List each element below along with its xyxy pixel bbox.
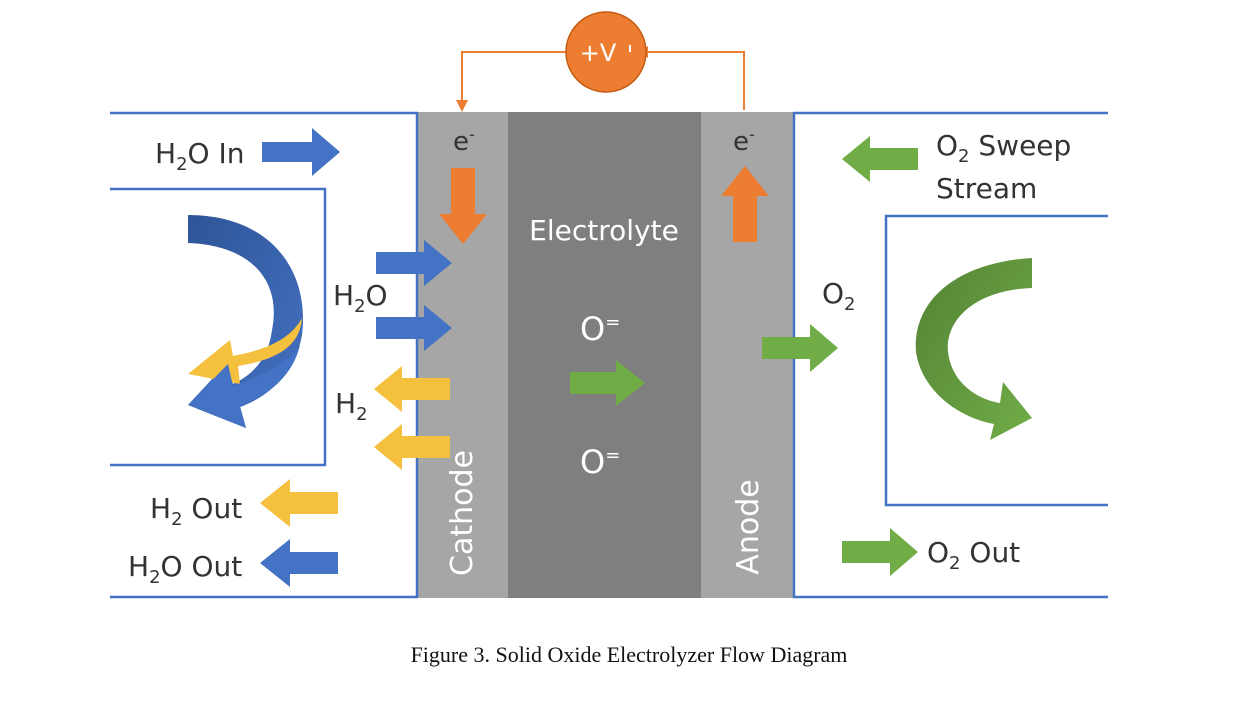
hydrogen-swirl-arrow: [188, 318, 302, 384]
electrolyte-label: Electrolyte: [529, 214, 679, 247]
oxide-ion-arrow: [570, 360, 645, 406]
electrolyte-layer: [508, 112, 701, 598]
cathode-label: Cathode: [445, 450, 480, 576]
external-circuit-wire: [461, 51, 745, 110]
o2-out-arrow: [842, 528, 918, 576]
h2o-arrow-2: [376, 305, 452, 351]
water-swirl-tip: [188, 345, 300, 428]
h2-arrow-1: [374, 366, 450, 412]
voltage-symbol: +V: [580, 39, 617, 67]
h2-out-arrow: [260, 479, 338, 527]
electron-down-arrow: [439, 168, 487, 244]
h2o-out-label: H2O Out: [128, 550, 242, 588]
o2-sweep-arrow: [842, 136, 918, 182]
h2o-arrow-1: [376, 240, 452, 286]
h2-arrow-2: [374, 424, 450, 470]
electron-label-cathode: e-: [453, 125, 475, 157]
figure-caption: Figure 3. Solid Oxide Electrolyzer Flow …: [410, 642, 848, 667]
anode-label: Anode: [731, 479, 766, 574]
wire-arrowhead-left: [456, 100, 468, 112]
stream-label: Stream: [936, 172, 1037, 205]
oxide-ion-label-top: O=: [580, 310, 620, 348]
h2-out-label: H2 Out: [150, 492, 242, 530]
h2o-in-label: H2O In: [155, 137, 244, 175]
electron-label-anode: e-: [733, 125, 755, 157]
o2-sweep-label: O2 Sweep: [936, 129, 1071, 167]
o2-label: O2: [822, 277, 856, 315]
oxygen-swirl-arrow: [915, 258, 1032, 440]
oxide-ion-label-bottom: O=: [580, 443, 620, 481]
o2-arrow: [762, 324, 838, 372]
h2o-label: H2O: [333, 279, 388, 317]
cathode-channel: [110, 111, 419, 599]
o2-out-label: O2 Out: [927, 536, 1020, 574]
h2o-out-arrow: [260, 539, 338, 587]
voltage-source: +V: [565, 11, 647, 93]
h2o-in-arrow: [262, 128, 340, 176]
h2-label: H2: [335, 387, 368, 425]
electron-up-arrow: [721, 166, 769, 242]
